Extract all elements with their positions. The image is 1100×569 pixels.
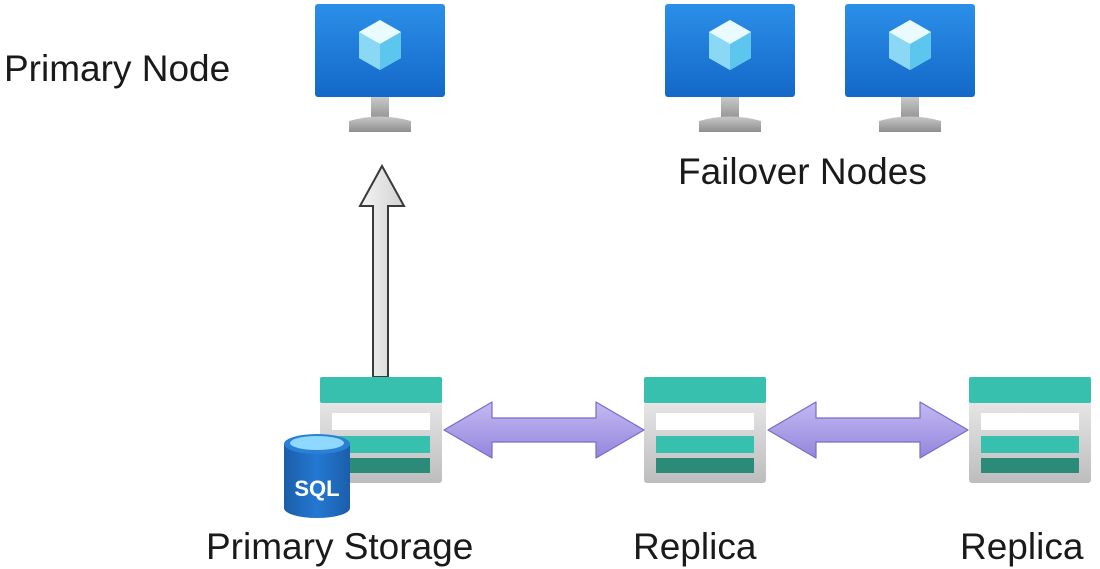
replication-arrow-2	[767, 401, 969, 459]
primary-storage-label: Primary Storage	[206, 526, 474, 567]
primary-node-label: Primary Node	[4, 48, 231, 89]
replica-1-label: Replica	[633, 526, 757, 567]
replica-1-storage-icon	[644, 377, 766, 483]
primary-node-vm-icon	[315, 4, 445, 132]
sql-badge-text: SQL	[294, 476, 339, 501]
failover-nodes-label: Failover Nodes	[678, 151, 927, 192]
replica-2-label: Replica	[960, 526, 1084, 567]
sql-database-icon: SQL	[284, 434, 350, 518]
storage-to-node-arrow	[358, 163, 406, 378]
failover-node-2-vm-icon	[845, 4, 975, 132]
failover-node-1-vm-icon	[665, 4, 795, 132]
replication-arrow-1	[443, 401, 645, 459]
replica-2-storage-icon	[969, 377, 1091, 483]
